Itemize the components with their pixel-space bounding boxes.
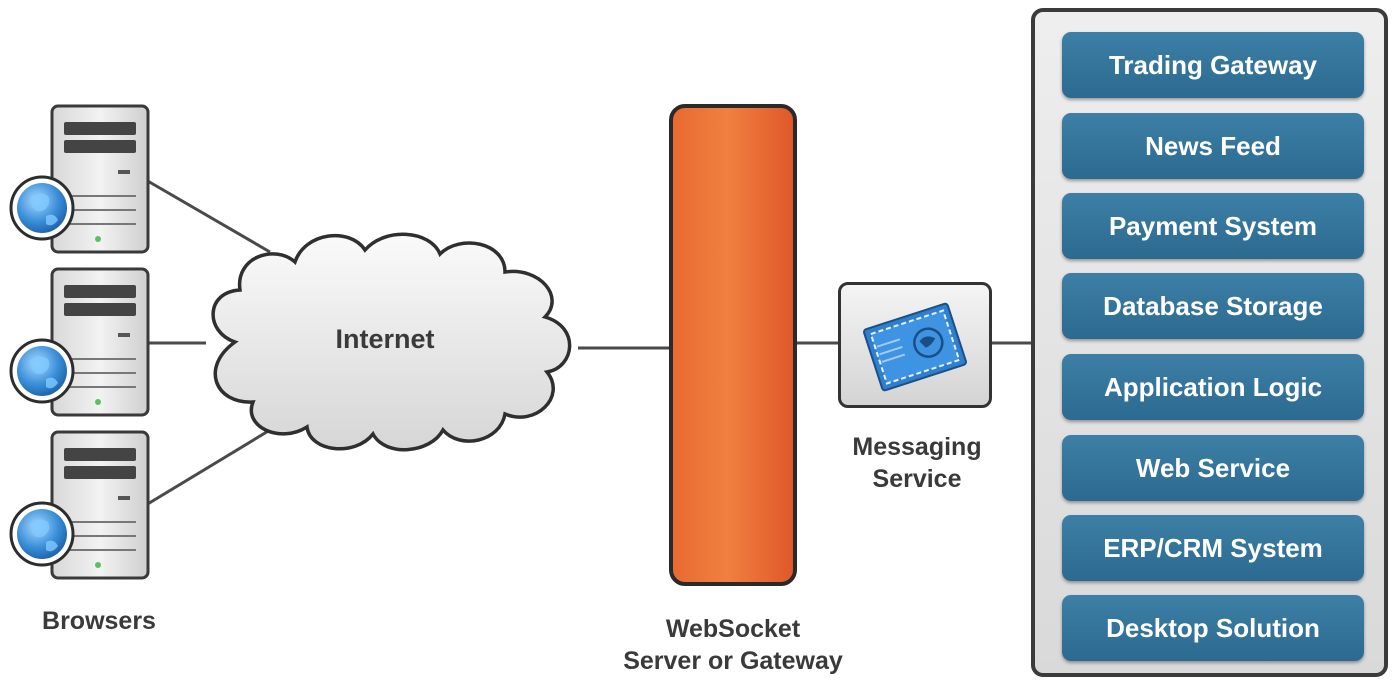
internet-label: Internet — [335, 324, 435, 354]
gateway-label-line2: Server or Gateway — [623, 647, 843, 675]
messaging-label-line2: Service — [872, 465, 962, 493]
browsers-label: Browsers — [42, 607, 156, 635]
messaging-service-box — [838, 282, 992, 408]
messaging-label-line1: Messaging — [852, 433, 982, 461]
server-tower-icon — [50, 104, 150, 254]
service-payment-system: Payment System — [1062, 193, 1364, 259]
service-database-storage: Database Storage — [1062, 273, 1364, 339]
globe-icon — [9, 501, 75, 567]
service-erp-crm-system: ERP/CRM System — [1062, 515, 1364, 581]
gateway-label-line1: WebSocket — [665, 615, 801, 643]
browser-1 — [9, 104, 150, 254]
cloud-shape — [211, 232, 572, 452]
connector-browser-3 — [145, 428, 271, 507]
server-tower-icon — [50, 267, 150, 417]
service-application-logic: Application Logic — [1062, 354, 1364, 420]
service-news-feed: News Feed — [1062, 113, 1364, 179]
browser-3 — [9, 430, 150, 580]
browser-group — [9, 104, 150, 580]
websocket-gateway — [669, 104, 797, 586]
browser-2 — [9, 267, 150, 417]
service-desktop-solution: Desktop Solution — [1062, 595, 1364, 661]
envelope-globe-icon — [863, 302, 967, 392]
connector-browser-1 — [145, 178, 271, 254]
services-panel: Trading Gateway News Feed Payment System… — [1031, 8, 1388, 677]
globe-icon — [9, 175, 75, 241]
service-web-service: Web Service — [1062, 435, 1364, 501]
globe-icon — [9, 338, 75, 404]
service-trading-gateway: Trading Gateway — [1062, 32, 1364, 98]
internet-cloud — [211, 232, 572, 452]
server-tower-icon — [50, 430, 150, 580]
